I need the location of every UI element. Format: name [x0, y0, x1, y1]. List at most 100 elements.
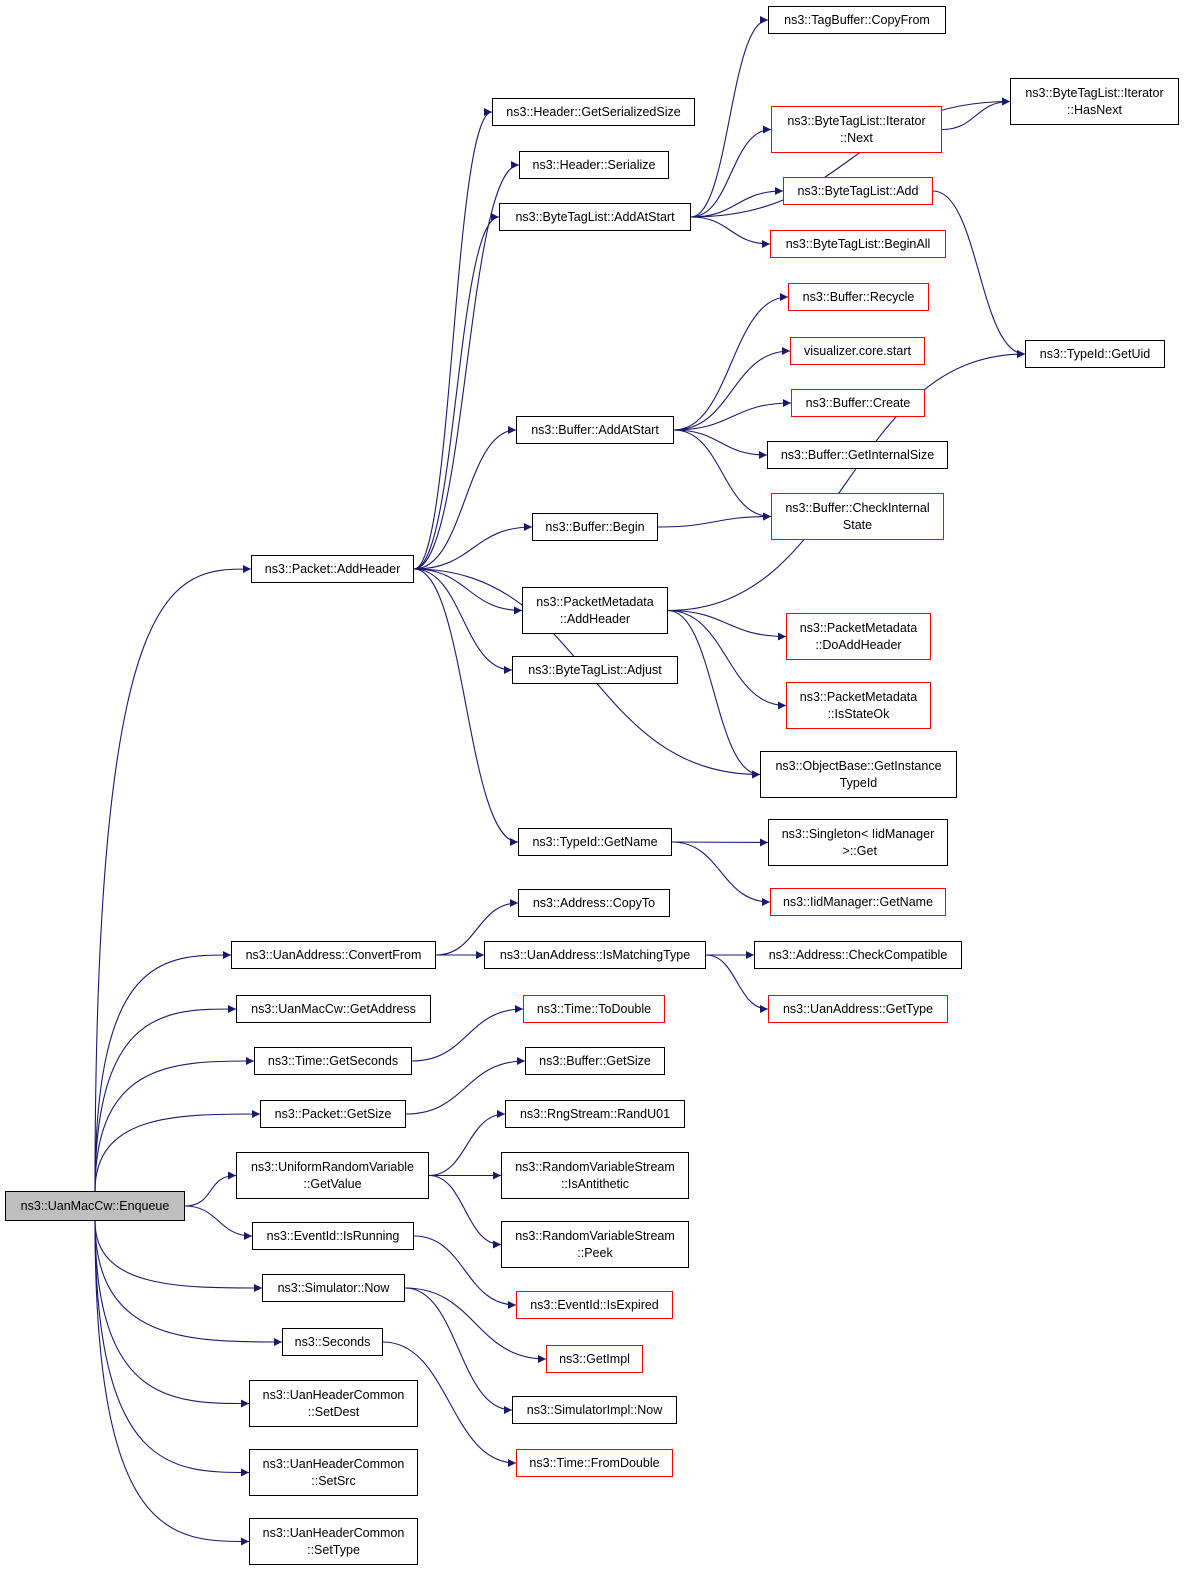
node-ns3-buffer-getinternalsize[interactable]: ns3::Buffer::GetInternalSize: [767, 441, 948, 469]
edge-n1-n13: [413, 108, 493, 570]
edge-n15-n48: [690, 97, 1011, 218]
edge-n6-n27: [428, 1174, 502, 1249]
node-ns3-typeid-getuid[interactable]: ns3::TypeId::GetUid: [1025, 340, 1165, 368]
edge-n18-n49: [667, 350, 1026, 612]
node-ns3-address-checkcompatible[interactable]: ns3::Address::CheckCompatible: [754, 941, 962, 969]
edge-n0-n5: [94, 1110, 261, 1192]
node-ns3-uanaddress-ismatchingtype[interactable]: ns3::UanAddress::IsMatchingType: [484, 941, 706, 969]
edge-n16-n39: [673, 429, 768, 459]
node-ns3-eventid-isrunning[interactable]: ns3::EventId::IsRunning: [252, 1222, 414, 1250]
edge-n8-n29: [404, 1287, 547, 1363]
node-ns3-time-fromdouble[interactable]: ns3::Time::FromDouble: [516, 1449, 673, 1477]
edge-n6-n25: [428, 1110, 506, 1177]
edge-n0-n7: [184, 1205, 253, 1240]
edge-n1-n20: [413, 568, 519, 846]
node-ns3-uanaddress-gettype[interactable]: ns3::UanAddress::GetType: [768, 995, 948, 1023]
node-ns3-packetmetadata-isstateok[interactable]: ns3::PacketMetadata ::IsStateOk: [786, 682, 931, 729]
node-ns3-uanmaccw-getaddress[interactable]: ns3::UanMacCw::GetAddress: [236, 995, 431, 1023]
node-ns3-header-serialize[interactable]: ns3::Header::Serialize: [519, 151, 669, 179]
node-ns3-uniformrandomvariable-getvalue[interactable]: ns3::UniformRandomVariable ::GetValue: [236, 1152, 429, 1199]
edge-n0-n9: [94, 1220, 283, 1346]
edge-n0-n12: [94, 1220, 250, 1546]
node-ns3-uanheadercommon-settype[interactable]: ns3::UanHeaderCommon ::SetType: [249, 1518, 418, 1565]
node-ns3-buffer-addatstart[interactable]: ns3::Buffer::AddAtStart: [516, 416, 674, 444]
node-ns3-buffer-checkinternal-state[interactable]: ns3::Buffer::CheckInternal State: [771, 493, 944, 540]
node-ns3-typeid-getname[interactable]: ns3::TypeId::GetName: [518, 828, 672, 856]
node-ns3-time-todouble[interactable]: ns3::Time::ToDouble: [523, 995, 665, 1023]
edge-n8-n30: [404, 1287, 513, 1414]
node-ns3-objectbase-getinstance-typeid[interactable]: ns3::ObjectBase::GetInstance TypeId: [760, 751, 957, 798]
edge-n18-n41: [667, 609, 787, 641]
edge-n0-n1: [94, 565, 252, 1192]
edge-n7-n28: [413, 1235, 517, 1309]
node-ns3-bytetaglist-beginall[interactable]: ns3::ByteTagList::BeginAll: [770, 230, 946, 258]
edge-n20-n45: [671, 841, 771, 906]
edge-n18-n42: [667, 609, 787, 710]
edge-n15-n34: [690, 187, 784, 218]
edge-n15-n35: [690, 216, 771, 248]
edge-n1-n17: [413, 523, 533, 570]
edge-n20-n44: [671, 838, 769, 847]
node-ns3-simulatorimpl-now[interactable]: ns3::SimulatorImpl::Now: [512, 1396, 677, 1424]
edge-n5-n24: [405, 1057, 526, 1115]
node-ns3-packetmetadata-doaddheader[interactable]: ns3::PacketMetadata ::DoAddHeader: [786, 613, 931, 660]
node-ns3-randomvariablestream-isantithetic[interactable]: ns3::RandomVariableStream ::IsAntithetic: [501, 1152, 689, 1199]
edge-n1-n16: [413, 426, 517, 570]
node-ns3-uanheadercommon-setdest[interactable]: ns3::UanHeaderCommon ::SetDest: [249, 1380, 418, 1427]
edge-n22-n47: [705, 954, 769, 1013]
node-ns3-seconds[interactable]: ns3::Seconds: [282, 1328, 383, 1356]
node-ns3-simulator-now[interactable]: ns3::Simulator::Now: [262, 1274, 405, 1302]
node-ns3-time-getseconds[interactable]: ns3::Time::GetSeconds: [254, 1047, 412, 1075]
node-ns3-bytetaglist-iterator-next[interactable]: ns3::ByteTagList::Iterator ::Next: [771, 106, 942, 153]
node-ns3-bytetaglist-adjust[interactable]: ns3::ByteTagList::Adjust: [512, 656, 678, 684]
node-ns3-buffer-create[interactable]: ns3::Buffer::Create: [791, 389, 925, 417]
node-ns3-packetmetadata-addheader[interactable]: ns3::PacketMetadata ::AddHeader: [522, 587, 668, 634]
edge-n0-n10: [94, 1220, 250, 1408]
edge-n0-n8: [94, 1220, 263, 1292]
edge-n33-n48: [941, 97, 1011, 131]
edge-n0-n3: [94, 1005, 237, 1192]
edge-n1-n14: [413, 161, 520, 570]
edge-n16-n37: [673, 347, 791, 431]
edge-n16-n40: [673, 429, 772, 521]
node-ns3-singleton-iidmanager-get[interactable]: ns3::Singleton< IidManager >::Get: [768, 819, 948, 866]
node-ns3-header-getserializedsize[interactable]: ns3::Header::GetSerializedSize: [492, 98, 695, 126]
node-ns3-buffer-recycle[interactable]: ns3::Buffer::Recycle: [788, 283, 929, 311]
node-ns3-bytetaglist-addatstart[interactable]: ns3::ByteTagList::AddAtStart: [499, 203, 691, 231]
edge-n0-n11: [94, 1220, 250, 1477]
node-ns3-bytetaglist-add[interactable]: ns3::ByteTagList::Add: [783, 177, 933, 205]
node-ns3-address-copyto[interactable]: ns3::Address::CopyTo: [518, 889, 670, 917]
edge-n2-n21: [435, 899, 519, 956]
edge-n0-n4: [94, 1057, 255, 1192]
node-ns3-uanmaccw-enqueue[interactable]: ns3::UanMacCw::Enqueue: [5, 1191, 185, 1221]
edge-n17-n40: [657, 512, 772, 528]
edge-n1-n18: [413, 568, 523, 615]
node-visualizer-core-start[interactable]: visualizer.core.start: [790, 337, 925, 365]
node-ns3-bytetaglist-iterator-hasnext[interactable]: ns3::ByteTagList::Iterator ::HasNext: [1010, 78, 1179, 125]
node-ns3-rngstream-randu01[interactable]: ns3::RngStream::RandU01: [505, 1100, 685, 1128]
node-ns3-iidmanager-getname[interactable]: ns3::IidManager::GetName: [770, 888, 946, 916]
edge-n15-n32: [690, 16, 769, 218]
node-ns3-buffer-begin[interactable]: ns3::Buffer::Begin: [532, 513, 658, 541]
node-ns3-packet-getsize[interactable]: ns3::Packet::GetSize: [260, 1100, 406, 1128]
node-ns3-uanheadercommon-setsrc[interactable]: ns3::UanHeaderCommon ::SetSrc: [249, 1449, 418, 1496]
node-ns3-getimpl[interactable]: ns3::GetImpl: [546, 1345, 643, 1373]
edge-n15-n33: [690, 125, 772, 218]
node-ns3-uanaddress-convertfrom[interactable]: ns3::UanAddress::ConvertFrom: [231, 941, 436, 969]
edge-n1-n19: [413, 568, 513, 674]
node-ns3-tagbuffer-copyfrom[interactable]: ns3::TagBuffer::CopyFrom: [768, 6, 946, 34]
edge-n4-n23: [411, 1005, 524, 1062]
edge-n16-n38: [673, 399, 792, 431]
edge-n16-n36: [673, 293, 789, 431]
node-ns3-packet-addheader[interactable]: ns3::Packet::AddHeader: [251, 555, 414, 583]
node-ns3-eventid-isexpired[interactable]: ns3::EventId::IsExpired: [516, 1291, 673, 1319]
node-ns3-randomvariablestream-peek[interactable]: ns3::RandomVariableStream ::Peek: [501, 1221, 689, 1268]
edge-n18-n43: [667, 609, 761, 779]
edge-n9-n31: [382, 1341, 517, 1467]
edge-n34-n49: [932, 190, 1026, 358]
edge-n1-n15: [413, 213, 500, 570]
node-ns3-buffer-getsize[interactable]: ns3::Buffer::GetSize: [525, 1047, 665, 1075]
edge-n0-n2: [94, 951, 232, 1192]
